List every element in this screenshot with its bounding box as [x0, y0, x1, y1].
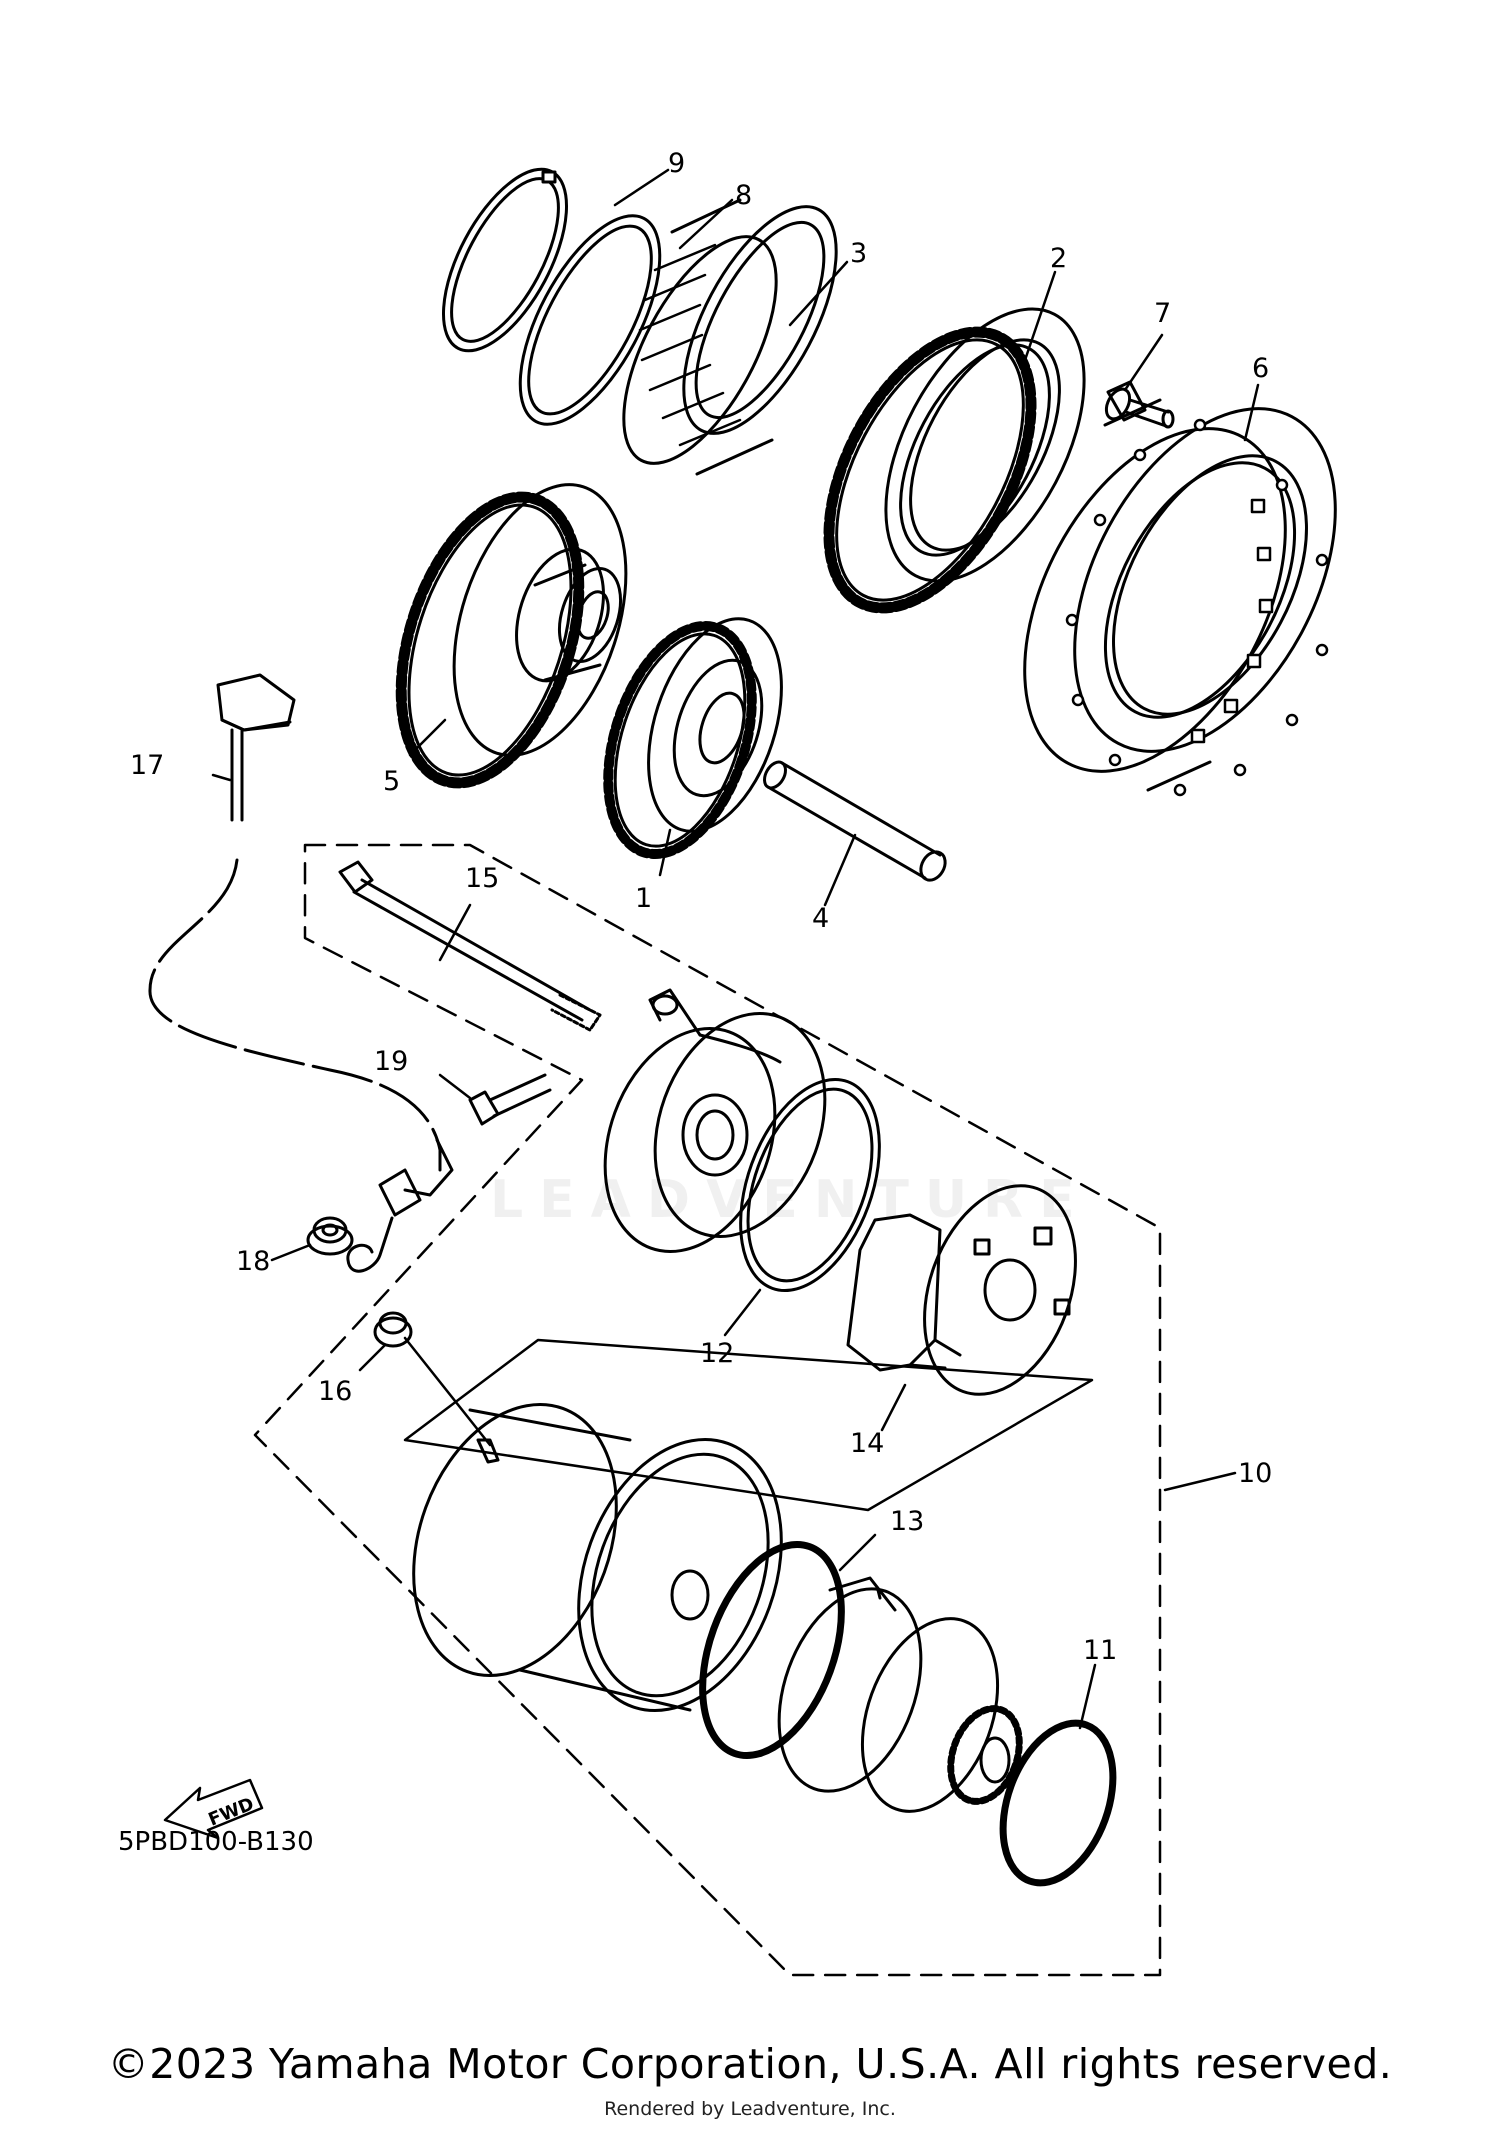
part-11-o-ring [999, 1719, 1117, 1887]
callout-6: 6 [1252, 353, 1270, 384]
part-14-brush-holder-set [846, 1184, 1077, 1396]
part-12-o-ring [739, 1077, 881, 1293]
watermark-text: LEADVENTURE [490, 1170, 1091, 1230]
part-7-bolt [1104, 380, 1175, 429]
callout-14: 14 [850, 1428, 885, 1459]
part-19-bolt [468, 1073, 552, 1126]
callout-16: 16 [318, 1376, 353, 1407]
part-3-one-way-clutch [622, 198, 838, 476]
part-17-starter-lead [148, 673, 454, 1273]
callout-8: 8 [735, 180, 753, 211]
part-10-assembly-outline [253, 843, 1162, 1977]
callout-4: 4 [812, 903, 830, 934]
callout-3: 3 [850, 238, 868, 269]
part-5-idle-gear [395, 483, 628, 789]
callout-10: 10 [1238, 1458, 1273, 1489]
part-2-starter-wheel-gear [823, 307, 1086, 614]
copyright-notice: ©2023 Yamaha Motor Corporation, U.S.A. A… [107, 2040, 1393, 2088]
part-1-idle-gear [603, 617, 783, 860]
callout-13: 13 [890, 1506, 925, 1537]
leader-lines [211, 168, 1260, 1730]
part-13-o-ring [699, 1540, 845, 1760]
part-18-nut [306, 1216, 354, 1256]
callout-5: 5 [383, 766, 401, 797]
part-6-starter-clutch-assy [1023, 398, 1337, 797]
callout-12: 12 [700, 1338, 735, 1369]
callout-11: 11 [1083, 1635, 1118, 1666]
callout-1: 1 [635, 883, 653, 914]
callout-19: 19 [374, 1046, 409, 1077]
callout-7: 7 [1154, 298, 1172, 329]
part-9-circlip [441, 167, 569, 353]
part-8-ring [518, 214, 662, 426]
callout-17: 17 [130, 750, 165, 781]
starter-front-cover [777, 1576, 1023, 1813]
part-4-shaft [763, 760, 947, 882]
part-16-nut [373, 1311, 413, 1348]
callout-18: 18 [236, 1246, 271, 1277]
diagram-code: 5PBD100-B130 [118, 1827, 314, 1857]
callout-9: 9 [668, 148, 686, 179]
rendered-by-notice: Rendered by Leadventure, Inc. [604, 2098, 896, 2120]
part-15-long-bolt [338, 860, 602, 1032]
callout-2: 2 [1050, 243, 1068, 274]
sub-assembly-outline [403, 1338, 1094, 1512]
starter-end-cover [603, 988, 827, 1253]
callout-15: 15 [465, 863, 500, 894]
starter-motor-yoke [412, 1402, 783, 1713]
